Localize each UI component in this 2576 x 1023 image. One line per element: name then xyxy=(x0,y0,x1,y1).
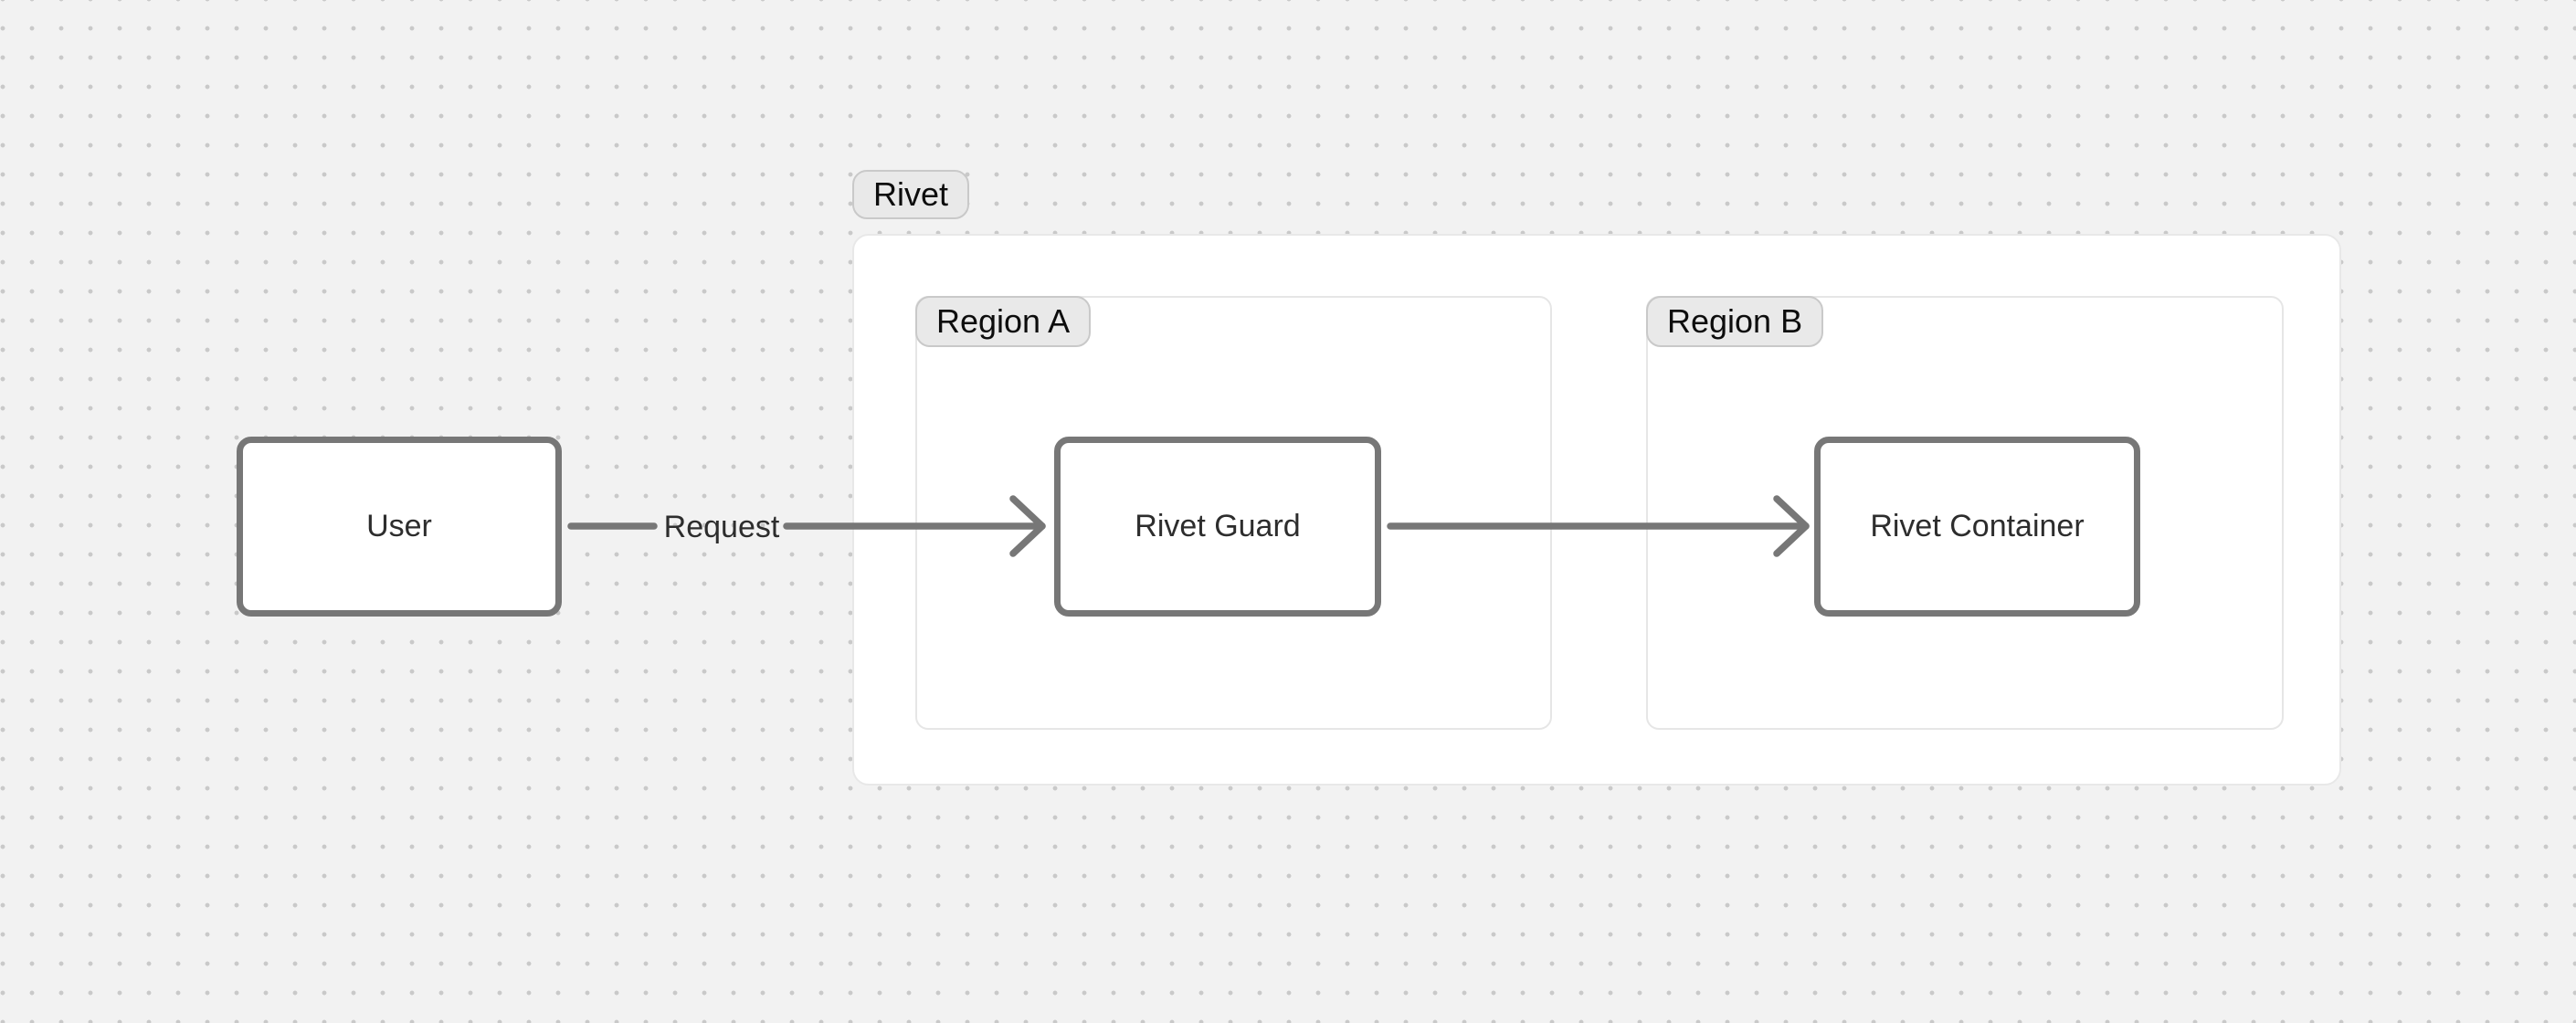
node-user: User xyxy=(237,437,562,617)
node-rivet-container: Rivet Container xyxy=(1814,437,2140,617)
node-rivet-guard: Rivet Guard xyxy=(1054,437,1381,617)
group-label-region-b: Region B xyxy=(1646,296,1824,347)
edge-label-request: Request xyxy=(663,509,780,544)
group-label-rivet: Rivet xyxy=(852,170,970,219)
group-label-region-a: Region A xyxy=(915,296,1092,347)
